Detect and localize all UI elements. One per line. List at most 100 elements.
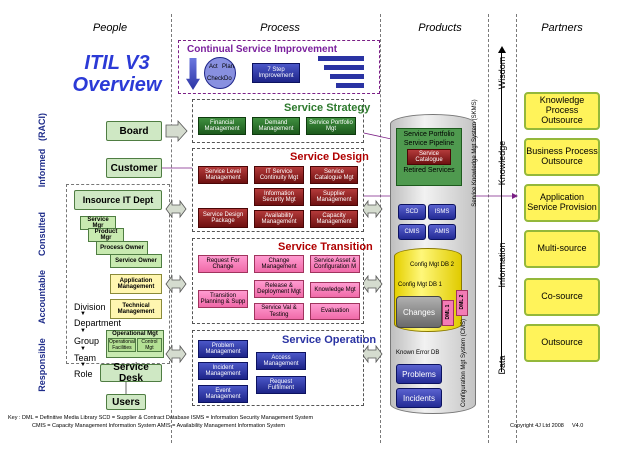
title-line-1: ITIL V3 bbox=[84, 52, 150, 74]
technical-management-box: Technical Management bbox=[110, 299, 162, 319]
csi-step-bar-4 bbox=[336, 83, 364, 88]
knowledge-mgt-box: Knowledge Mgt bbox=[310, 282, 360, 298]
operational-mgt-label: Operational Mgt bbox=[112, 331, 158, 337]
dikw-data: Data bbox=[497, 355, 507, 375]
transition-products-arrow bbox=[361, 274, 383, 294]
request-fulfilment-box: Request Fulfilment bbox=[256, 376, 306, 394]
board-to-strategy-arrow bbox=[165, 119, 188, 143]
partner-co-source: Co-source bbox=[524, 278, 600, 316]
desk-operation-arrow bbox=[165, 344, 187, 364]
dml2-box bbox=[456, 290, 468, 316]
partner-business-process-outsource: Business Process Outsource bbox=[524, 138, 600, 176]
dml1-label: DML 1 bbox=[445, 304, 451, 320]
pdca-check: Check bbox=[207, 76, 225, 82]
down-arrow-1: ▼ bbox=[80, 311, 86, 317]
down-arrow-3: ▼ bbox=[80, 346, 86, 352]
csi-steps-graphic bbox=[318, 56, 364, 90]
diagram-title: ITIL V3 Overview bbox=[62, 52, 172, 96]
divider-products-dikw bbox=[488, 14, 489, 443]
information-security-mgt-box: Information Security Mgt bbox=[254, 188, 304, 206]
dikw-wisdom: Wisdom bbox=[497, 56, 507, 90]
column-header-process: Process bbox=[260, 22, 300, 34]
operational-sub-row: Operational Facilities Control Mgt bbox=[107, 337, 163, 353]
pdca-act: Act bbox=[209, 64, 218, 70]
cms-label: Configuration Mgt System (CMS) bbox=[461, 318, 467, 408]
control-mgt-label: Control Mgt bbox=[136, 338, 162, 352]
availability-management-box: Availability Management bbox=[254, 210, 304, 228]
operation-products-arrow bbox=[361, 344, 383, 364]
transition-title: Service Transition bbox=[278, 241, 373, 253]
capacity-management-box: Capacity Management bbox=[310, 210, 358, 228]
board-box: Board bbox=[106, 121, 162, 141]
design-products-arrow bbox=[361, 199, 383, 219]
financial-management-box: Financial Management bbox=[198, 117, 246, 135]
service-pipeline-label: Service Pipeline bbox=[403, 140, 455, 147]
dikw-knowledge: Knowledge bbox=[497, 140, 507, 186]
dml2-label: DML 2 bbox=[459, 294, 465, 310]
service-desk-box: Service Desk bbox=[100, 362, 162, 384]
scd-db: SCD bbox=[398, 204, 426, 220]
divider-people-process bbox=[171, 14, 172, 443]
title-line-2: Overview bbox=[72, 74, 162, 96]
csi-step-bar-2 bbox=[324, 65, 364, 70]
key-line-2: CMIS = Capacity Management Information S… bbox=[32, 423, 286, 429]
it-service-continuity-box: IT Service Continuity Mgt bbox=[254, 166, 304, 184]
operation-title: Service Operation bbox=[282, 334, 377, 346]
service-asset-config-box: Service Asset & Configuration M bbox=[310, 255, 360, 273]
dikw-arrow-shaft bbox=[501, 52, 502, 372]
dml1-box bbox=[442, 300, 454, 326]
service-owner-box: Service Owner bbox=[110, 254, 162, 268]
request-for-change-box: Request For Change bbox=[198, 255, 248, 273]
supplier-management-box: Supplier Management bbox=[310, 188, 358, 206]
service-catalogue-mgt-box: Service Catalogue Mgt bbox=[310, 166, 358, 184]
cmdb1-label: Config Mgt DB 1 bbox=[398, 282, 443, 288]
insource-dashed-group bbox=[66, 184, 170, 364]
skms-label: Service Knowledge Mgt System (SKMS) bbox=[472, 99, 478, 207]
application-transition-arrow bbox=[165, 274, 187, 294]
partner-knowledge-process-outsource: Knowledge Process Outsource bbox=[524, 92, 600, 130]
insource-it-dept-box: Insource IT Dept bbox=[74, 190, 162, 210]
partner-outsource: Outsource bbox=[524, 324, 600, 362]
group-label: Group bbox=[74, 336, 100, 346]
cmdb2-label: Config Mgt DB 2 bbox=[410, 262, 455, 268]
application-management-box: Application Management bbox=[110, 274, 162, 294]
down-arrow-2: ▼ bbox=[80, 328, 86, 334]
partners-line-arrowhead bbox=[512, 193, 518, 199]
csi-title: Continual Service Improvement bbox=[187, 44, 338, 55]
retired-services-label: Retired Services bbox=[403, 167, 455, 174]
column-header-partners: Partners bbox=[541, 22, 583, 34]
transition-planning-box: Transition Planning & Supp bbox=[198, 290, 248, 308]
service-catalogue-box: Service Catalogue bbox=[407, 149, 451, 165]
seven-step-improvement-box: 7 Step Improvement bbox=[252, 63, 300, 83]
copyright: Copyright 4J Ltd 2008 bbox=[510, 423, 564, 429]
team-label: Team bbox=[74, 353, 97, 363]
insource-design-arrow bbox=[165, 199, 187, 219]
department-label: Department bbox=[74, 318, 122, 328]
csi-down-arrow bbox=[186, 58, 200, 90]
csi-step-bar-1 bbox=[318, 56, 364, 61]
pdca-circle: Act Plan Check Do bbox=[204, 57, 236, 89]
service-val-testing-box: Service Val & Testing bbox=[254, 303, 304, 320]
division-label: Division bbox=[74, 302, 106, 312]
column-header-products: Products bbox=[418, 22, 462, 34]
service-portfolio-mgt-box: Service Portfolio Mgt bbox=[306, 117, 356, 135]
design-title: Service Design bbox=[290, 151, 369, 163]
isms-db: ISMS bbox=[428, 204, 456, 220]
key-line-1: Key : DML = Definitive Media Library SCD… bbox=[8, 415, 314, 421]
service-design-package-box: Service Design Package bbox=[198, 208, 248, 228]
dikw-arrow-head bbox=[498, 46, 506, 53]
service-portfolio-label: Service Portfolio bbox=[403, 131, 455, 138]
strategy-title: Service Strategy bbox=[284, 102, 371, 114]
divider-process-products bbox=[380, 14, 381, 443]
kedb-label: Known Error DB bbox=[396, 350, 440, 356]
service-level-management-box: Service Level Management bbox=[198, 166, 248, 184]
cmis-db: CMIS bbox=[398, 224, 426, 240]
amis-db: AMIS bbox=[428, 224, 456, 240]
service-portfolio-box: Service Portfolio Service Pipeline Servi… bbox=[396, 128, 462, 186]
access-management-box: Access Management bbox=[256, 352, 306, 370]
customer-box: Customer bbox=[106, 158, 162, 178]
pdca-plan: Plan bbox=[222, 64, 235, 70]
problems-db: Problems bbox=[396, 364, 442, 384]
incident-management-box: Incident Management bbox=[198, 362, 248, 380]
csi-step-bar-3 bbox=[330, 74, 364, 79]
